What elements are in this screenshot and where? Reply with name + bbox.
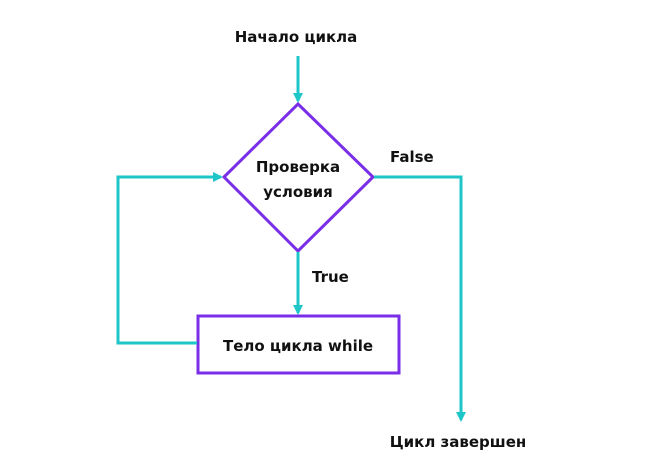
loop-body-box bbox=[196, 314, 401, 375]
false-arrow bbox=[374, 175, 466, 422]
false-label: False bbox=[390, 148, 434, 166]
loop-body-label: Тело цикла while bbox=[223, 337, 373, 355]
end-label: Цикл завершен bbox=[390, 433, 527, 451]
condition-label-line2: условия bbox=[263, 183, 333, 201]
true-label: True bbox=[312, 268, 349, 286]
condition-diamond bbox=[221, 101, 376, 254]
loop-back-arrow bbox=[116, 172, 223, 345]
start-label: Начало цикла bbox=[235, 28, 358, 46]
condition-label-line1: Проверка bbox=[256, 158, 340, 176]
